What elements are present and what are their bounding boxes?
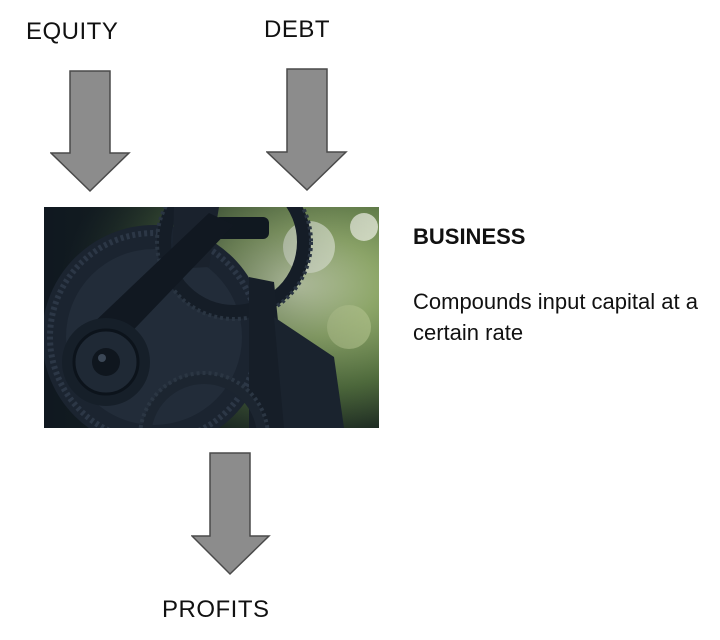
equity-label: EQUITY — [26, 18, 118, 46]
gear-machine-photo — [44, 207, 379, 428]
debt-label: DEBT — [264, 16, 330, 44]
equity-down-arrow-icon — [50, 70, 132, 194]
profits-label: PROFITS — [162, 596, 270, 624]
profits-down-arrow-icon — [191, 452, 271, 576]
debt-down-arrow-icon — [266, 68, 348, 192]
business-description: Compounds input capital at a certain rat… — [413, 286, 713, 348]
business-title: BUSINESS — [413, 224, 525, 250]
